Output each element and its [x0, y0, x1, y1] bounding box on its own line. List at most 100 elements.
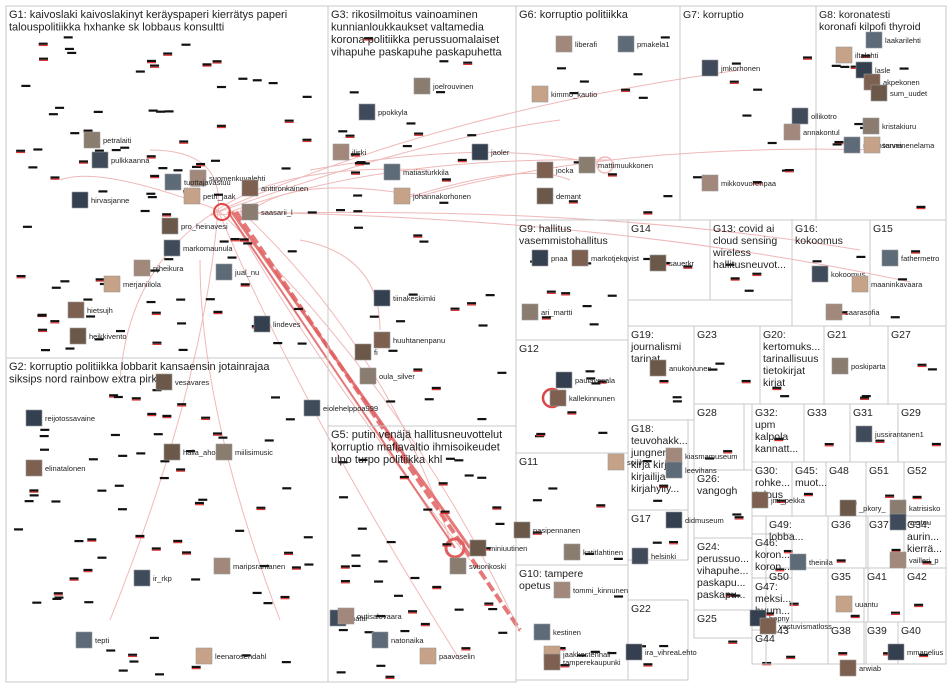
minor-node [302, 95, 312, 98]
edge [217, 209, 461, 661]
minor-node [485, 294, 495, 297]
minor-node [802, 56, 812, 59]
minor-node-accent [450, 309, 460, 311]
node-label: pmakela1 [637, 40, 670, 49]
minor-node-accent [836, 561, 846, 563]
minor-node [216, 124, 226, 127]
minor-node [63, 36, 73, 39]
group-label-g27: G27 [891, 329, 911, 341]
node-avatar [563, 543, 581, 561]
minor-node [97, 489, 107, 492]
minor-node-accent [240, 285, 250, 287]
minor-node [216, 85, 226, 89]
minor-node [336, 671, 346, 674]
minor-node-accent [803, 495, 813, 497]
minor-node [762, 661, 772, 665]
minor-node [129, 660, 139, 663]
minor-node [40, 428, 50, 431]
node-label: pnaa [551, 254, 569, 263]
node-avatar [665, 461, 683, 479]
minor-node [399, 475, 409, 479]
node-label: lasle [875, 66, 890, 75]
minor-node [354, 162, 364, 165]
node-avatar [839, 499, 857, 517]
group-label-g18-line2: teuvohakk... [631, 435, 688, 447]
minor-node [40, 448, 50, 451]
minor-node [181, 43, 191, 46]
node-mmanelius: mmanelius [887, 643, 944, 661]
minor-node [303, 536, 313, 539]
minor-node-accent [919, 655, 929, 658]
edge [399, 172, 571, 201]
minor-node [192, 165, 202, 169]
node-label: kokoomus [831, 270, 865, 279]
node-johannakorhonen: johannakorhonen [393, 187, 471, 205]
node-helsinki: helsinki [631, 547, 676, 565]
minor-node [890, 316, 900, 319]
minor-node [98, 190, 108, 193]
minor-node-accent [212, 62, 222, 64]
group-label-g18: G18: [631, 423, 654, 435]
group-label-g46-line3: koron... [755, 561, 790, 573]
minor-node-accent [291, 568, 301, 570]
minor-node [29, 489, 39, 492]
minor-node [240, 283, 250, 286]
minor-node-accent [432, 588, 442, 590]
node-tamperekaupunki: tamperekaupunki [543, 653, 621, 671]
minor-node [576, 654, 586, 657]
minor-node-accent [150, 66, 160, 68]
minor-node [567, 411, 577, 414]
node-avatar [839, 659, 857, 677]
node-tepti: tepti [75, 631, 110, 649]
minor-node [730, 277, 740, 280]
node-label: saarasofia [845, 308, 880, 317]
minor-node-accent [546, 292, 556, 294]
group-label-g11: G11 [519, 456, 538, 468]
minor-node-accent [914, 605, 924, 608]
minor-node-accent [408, 612, 418, 614]
minor-node [178, 348, 188, 352]
node-avatar [553, 581, 571, 599]
minor-node [281, 661, 291, 664]
minor-node [850, 65, 860, 68]
group-label-g25: G25 [697, 613, 717, 625]
minor-node [307, 211, 317, 214]
node-label: katrisisko [909, 504, 940, 513]
node-avatar [531, 85, 549, 103]
group-label-g30: G30: [755, 465, 778, 477]
node-avatar [889, 513, 907, 531]
minor-node [388, 349, 398, 352]
node-avatar [521, 303, 539, 321]
minor-node-accent [683, 267, 693, 269]
node-avatar [71, 191, 89, 209]
node-avatar [625, 643, 643, 661]
node-pjheikura: pjheikura [133, 259, 184, 277]
minor-node [467, 134, 477, 137]
minor-node [840, 65, 850, 68]
minor-node [28, 166, 38, 169]
minor-node-accent [723, 452, 733, 454]
minor-node [891, 611, 901, 614]
node-label: kestinen [553, 628, 581, 637]
minor-node-accent [463, 63, 473, 66]
node-avatar [69, 327, 87, 345]
minor-node [191, 665, 201, 669]
minor-node [94, 338, 104, 341]
node-label: markotjekqvist [591, 254, 640, 263]
minor-node [212, 60, 222, 63]
edge [227, 209, 471, 561]
minor-node-accent [202, 65, 212, 67]
minor-node-accent [885, 496, 895, 498]
group-box-g14 [627, 219, 711, 301]
node-avatar [607, 453, 625, 471]
group-label-g47: G47: [755, 581, 778, 593]
node-laakarilehti: laakarilehti [865, 31, 921, 49]
minor-node [838, 652, 848, 655]
node-paulavesala: paulavesala [555, 371, 616, 389]
minor-node [50, 320, 60, 323]
minor-node [586, 377, 596, 380]
minor-node [201, 416, 211, 419]
minor-node [585, 552, 595, 556]
node-label: arwiab [859, 664, 881, 673]
node-marinsanna: marinsanna [843, 136, 903, 154]
